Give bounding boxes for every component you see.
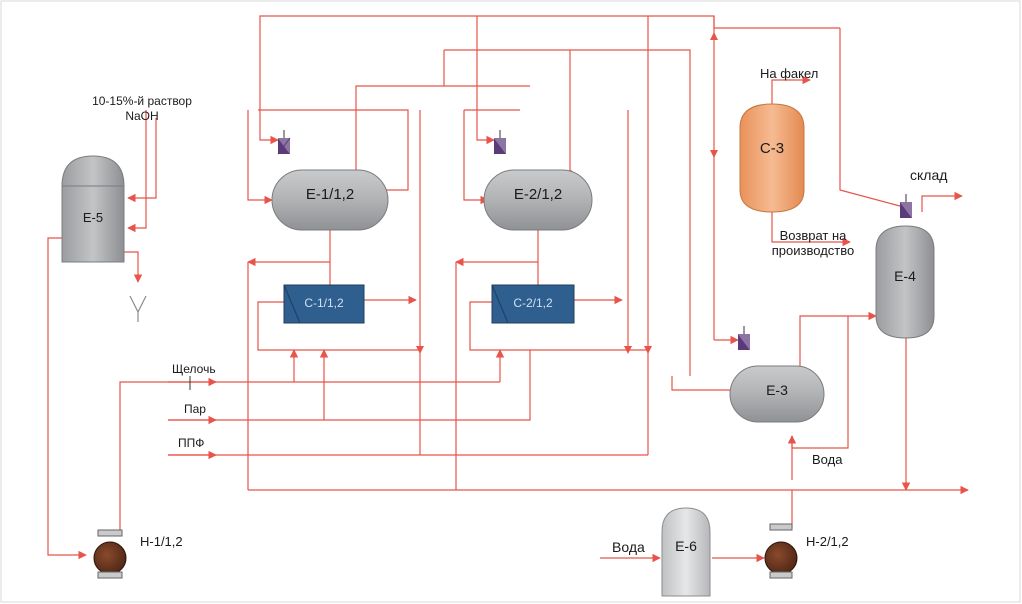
label-c2: С-2/1,2 (513, 296, 553, 310)
pipe-naoh-in2 (127, 110, 147, 233)
label-store: склад (910, 167, 948, 183)
label-h2: Н-2/1,2 (806, 534, 849, 549)
label-water-e3: Вода (812, 452, 843, 467)
label-c1: С-1/1,2 (304, 296, 344, 310)
vessel-e6[interactable] (661, 507, 711, 597)
label-ppf: ППФ (178, 436, 205, 450)
valve-e1 (277, 130, 291, 155)
label-h1: Н-1/1,2 (140, 534, 183, 549)
valve-e2 (494, 130, 506, 154)
pipe-c1-loop (257, 301, 420, 351)
label-e5: Е-5 (82, 210, 104, 225)
pipe-to-e1-valve (259, 110, 279, 145)
pipe-steam (168, 350, 531, 421)
pipe-to-e2-valve (476, 16, 495, 145)
label-naoh: 10-15%-й раствор NaOH (92, 94, 192, 123)
vessel-e1[interactable] (271, 169, 389, 231)
pipe-to-e3 (671, 376, 740, 391)
pipe-e1-recycle (258, 109, 409, 191)
column-c3[interactable] (739, 103, 805, 213)
pipe-c2-loop (469, 301, 648, 351)
valve-e3 (738, 326, 750, 350)
label-water-e6: Вода (612, 539, 645, 555)
flow-arrows (416, 32, 718, 354)
pipe-naoh-in (127, 118, 157, 203)
drain-funnel (129, 295, 147, 322)
label-c3: С-3 (759, 140, 785, 157)
vessel-e5[interactable] (61, 155, 125, 263)
label-steam: Пар (184, 402, 206, 416)
pipe-e4-to-store (921, 191, 963, 212)
pipe-e1-vapor (355, 85, 530, 170)
pipe-e5-to-h1 (47, 237, 87, 560)
pipe-e1-inlet (247, 110, 273, 205)
label-e1: Е-1/1,2 (305, 186, 355, 203)
pipe-e2-vapor (569, 50, 581, 179)
vessel-e3[interactable] (729, 365, 825, 423)
pipe-c3-return (771, 212, 851, 247)
pipe-e5-out (124, 251, 143, 283)
pipe-top-to-e4-valve (839, 28, 901, 207)
label-flare: На факел (760, 66, 819, 81)
valve-e4 (900, 194, 912, 218)
pipe-e3-to-e4 (799, 311, 877, 372)
pipe-c3-flare (771, 75, 811, 108)
label-e4: Е-4 (894, 268, 916, 284)
pipe-top-header (259, 15, 840, 110)
label-e6: Е-6 (675, 538, 697, 554)
label-return: Возврат на производство (771, 228, 855, 258)
pipe-e2-inlet (463, 110, 489, 205)
vessel-e4[interactable] (875, 225, 935, 339)
label-e2: Е-2/1,2 (513, 186, 563, 203)
label-alkali: Щелочь (172, 362, 216, 376)
pipe-second-header (444, 49, 691, 376)
pump-h1[interactable] (93, 529, 127, 579)
vessel-e2[interactable] (483, 169, 593, 231)
pump-h2[interactable] (764, 523, 798, 579)
control-valves[interactable] (277, 130, 912, 350)
label-e3: Е-3 (766, 382, 788, 398)
pipe-alkali (119, 381, 500, 530)
